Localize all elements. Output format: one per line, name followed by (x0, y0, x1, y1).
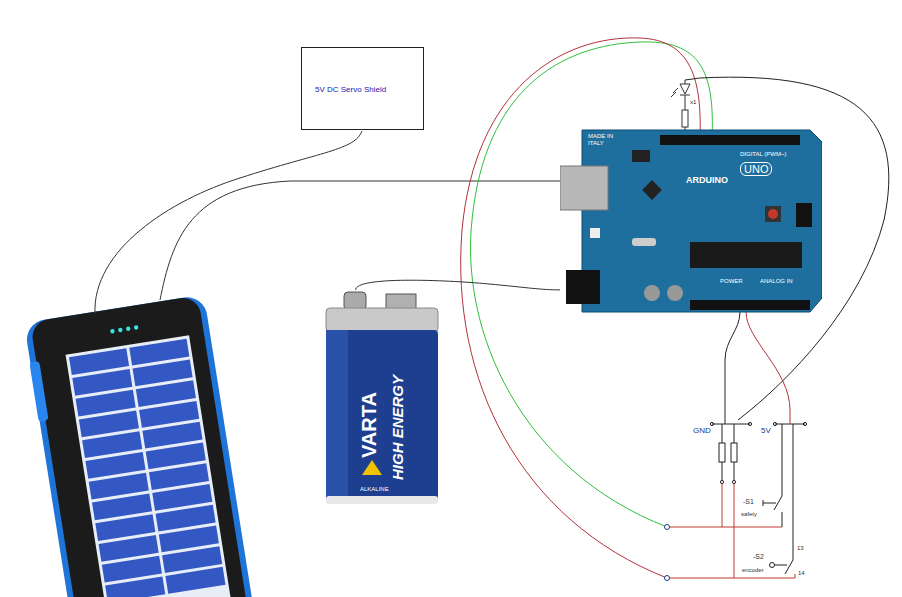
part-note: encoder (741, 567, 765, 573)
part-note: safety (740, 511, 758, 517)
battery-print: ALKALINE (360, 486, 389, 493)
arduino-board: MADE IN ITALY UNO ARDUINO DIGITAL (PWM~) POW… (560, 128, 822, 313)
schematic-red (667, 484, 795, 578)
wire-black (685, 77, 889, 420)
box-title: 5V DC Servo Shield (315, 86, 386, 95)
pin-number: 14 (797, 570, 806, 576)
part-label: x1 (689, 99, 697, 105)
power-bank (23, 294, 257, 597)
shield-box: 5V DC Servo Shield (301, 47, 424, 130)
schematic (710, 312, 806, 574)
board-logo: UNO (740, 162, 772, 176)
net-label: 5V (760, 427, 772, 435)
board-print: POWER (720, 278, 743, 285)
board-print: DIGITAL (PWM~) (740, 151, 787, 158)
board-print: ANALOG IN (760, 278, 793, 285)
terminal (665, 576, 670, 581)
cable (160, 181, 560, 300)
product-name: HIGH ENERGY (390, 375, 407, 480)
wire (356, 280, 560, 290)
part-label: -S1 (742, 498, 755, 505)
terminal (665, 525, 670, 530)
net-label: GND (692, 427, 712, 435)
board-print: MADE IN ITALY (588, 133, 622, 146)
brand-name: VARTA (358, 392, 380, 458)
battery: VARTA HIGH ENERGYALKALINE (322, 290, 442, 505)
pin-number: 13 (796, 545, 805, 551)
board-logo: ARDUINO (686, 176, 728, 186)
part-label: -S2 (752, 553, 765, 560)
cable (95, 131, 362, 314)
wire-red (746, 312, 790, 424)
